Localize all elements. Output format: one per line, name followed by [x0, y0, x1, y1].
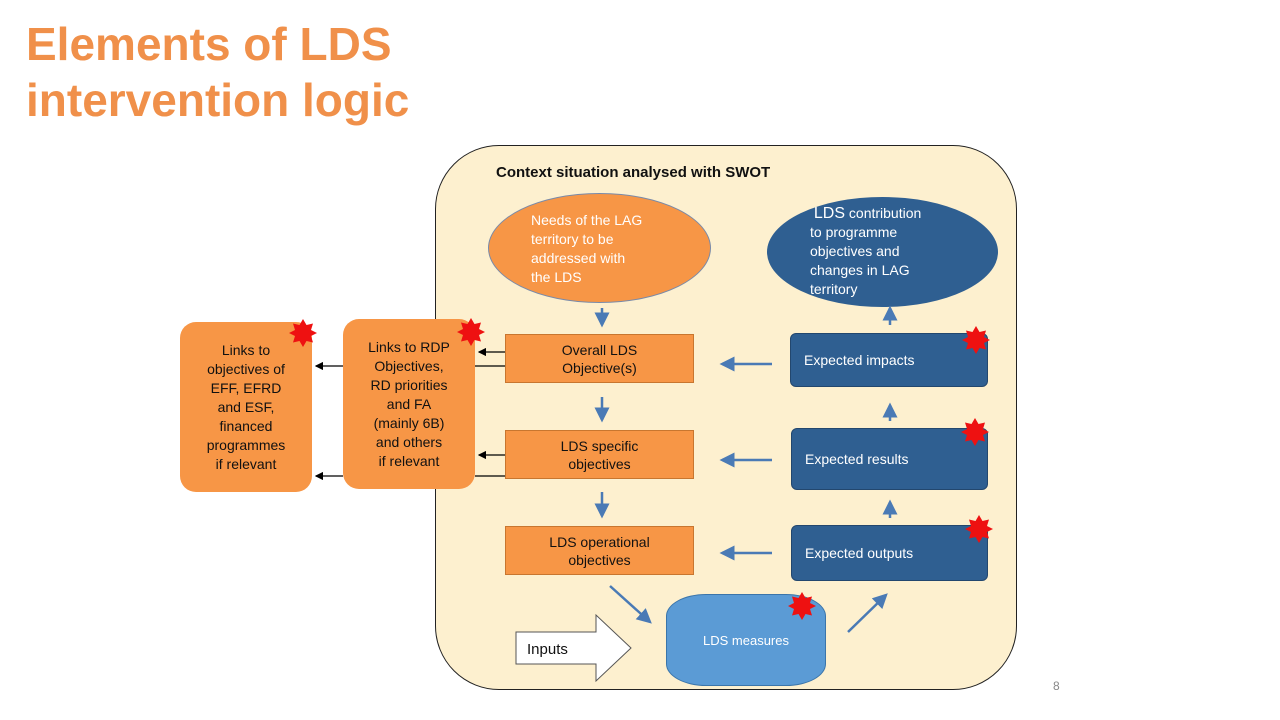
inputs-arrow-shape — [515, 613, 632, 683]
operational-objectives-line-2: objectives — [568, 551, 631, 568]
star-measures-icon — [788, 592, 816, 620]
operational-objectives-line-1: LDS operational — [549, 533, 650, 550]
star-rdp-links-icon — [457, 318, 485, 346]
contribution-line-5: territory — [810, 281, 858, 297]
star-results-icon — [961, 418, 989, 446]
rdp-links-line-5: (mainly 6B) — [373, 414, 445, 431]
specific-objectives-line-2: objectives — [568, 455, 631, 472]
fund-links-line-5: financed — [219, 417, 273, 434]
specific-objectives-line-1: LDS specific — [560, 437, 639, 454]
context-label: Context situation analysed with SWOT — [496, 164, 771, 181]
contribution-line-1: contribution — [845, 205, 922, 221]
fund-links-line-1: Links to — [221, 341, 271, 358]
contribution-word: LDS — [813, 205, 846, 222]
rdp-links-line-3: RD priorities — [370, 376, 448, 393]
rdp-links-line-1: Links to RDP — [368, 338, 450, 355]
fund-links-line-6: programmes — [206, 436, 286, 453]
arrow-measures-to-outputs — [847, 593, 888, 633]
expected-impacts-box: Expected impacts — [790, 333, 988, 387]
contribution-ellipse — [767, 197, 998, 307]
contribution-line-3: objectives and — [810, 243, 900, 259]
needs-text: Needs of the LAG territory to be address… — [531, 211, 671, 287]
arrow-operational-to-measures — [609, 585, 652, 624]
needs-line-3: addressed with — [531, 250, 626, 266]
rdp-links-line-2: Objectives, — [374, 357, 444, 374]
star-fund-links-icon — [289, 319, 317, 347]
needs-line-2: territory to be — [531, 231, 614, 247]
inputs-label: Inputs — [527, 641, 568, 658]
expected-outputs-label: Expected outputs — [805, 545, 914, 561]
expected-outputs-box: Expected outputs — [791, 525, 988, 581]
contribution-text: LDS contribution to programme objectives… — [810, 204, 960, 299]
needs-ellipse — [488, 193, 711, 303]
needs-line-4: the LDS — [531, 269, 582, 285]
rdp-links-line-7: if relevant — [378, 452, 440, 469]
fund-links-line-7: if relevant — [215, 455, 277, 472]
fund-links-line-2: objectives of — [207, 360, 285, 377]
rdp-links-box: Links to RDP Objectives, RD priorities a… — [343, 319, 475, 489]
expected-results-label: Expected results — [805, 451, 909, 467]
expected-results-box: Expected results — [791, 428, 988, 490]
star-impacts-icon — [962, 326, 990, 354]
title-line-1: Elements of LDS — [26, 18, 392, 70]
page-number: 8 — [1053, 679, 1060, 693]
overall-objective-line-1: Overall LDS — [561, 341, 638, 358]
needs-line-1: Needs of the LAG — [531, 212, 643, 228]
title-line-2: intervention logic — [26, 74, 410, 126]
fund-links-line-3: EFF, EFRD — [210, 379, 282, 396]
star-outputs-icon — [965, 515, 993, 543]
contribution-line-4: changes in LAG — [810, 262, 910, 278]
page-title: Elements of LDS intervention logic — [26, 16, 409, 128]
contribution-line-2: to programme — [810, 224, 898, 240]
fund-links-box: Links to objectives of EFF, EFRD and ESF… — [180, 322, 312, 492]
fund-links-line-4: and ESF, — [217, 398, 275, 415]
expected-impacts-label: Expected impacts — [804, 352, 915, 368]
rdp-links-line-4: and FA — [386, 395, 432, 412]
rdp-links-line-6: and others — [375, 433, 443, 450]
overall-objective-line-2: Objective(s) — [562, 359, 637, 376]
